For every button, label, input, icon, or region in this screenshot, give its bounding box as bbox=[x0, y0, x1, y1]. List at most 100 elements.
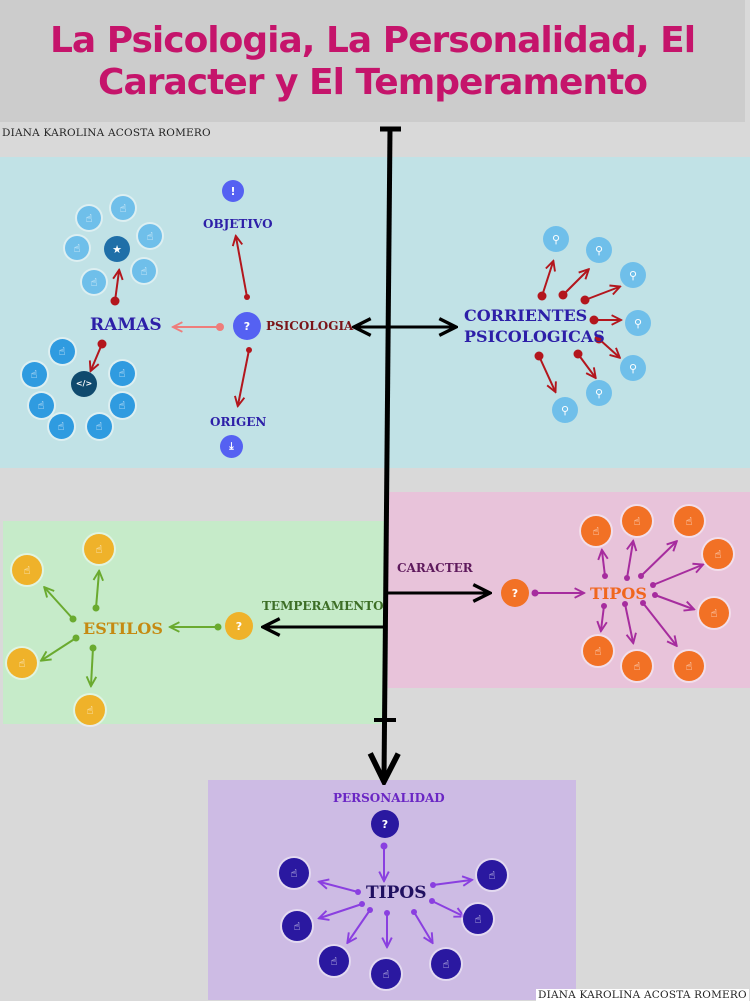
star-icon: ★ bbox=[112, 242, 122, 256]
page-title: La Psicologia, La Personalidad, El Carac… bbox=[0, 20, 745, 104]
personalidad-tipo-item-1[interactable]: ☝ bbox=[279, 858, 309, 888]
ramas-bottom-item-7[interactable]: ☝ bbox=[86, 413, 112, 439]
caracter-tipo-item-6[interactable]: ☝ bbox=[674, 651, 704, 681]
tap-icon: ☝ bbox=[95, 542, 103, 556]
personalidad-tipo-item-5[interactable]: ☝ bbox=[319, 946, 349, 976]
tap-icon: ☝ bbox=[118, 398, 126, 412]
tap-icon: ☝ bbox=[119, 201, 127, 215]
estilo-item-1[interactable]: ☝ bbox=[84, 534, 114, 564]
temperamento-label: TEMPERAMENTO bbox=[262, 599, 384, 613]
objetivo-node[interactable]: ! bbox=[222, 180, 244, 202]
caracter-tipos-label: TIPOS bbox=[590, 584, 647, 603]
ramas-top-item-4[interactable]: ☝ bbox=[65, 236, 89, 260]
caracter-tipo-item-8[interactable]: ☝ bbox=[583, 636, 613, 666]
tap-icon: ☝ bbox=[710, 606, 718, 620]
tap-icon: ☝ bbox=[330, 954, 338, 968]
caracter-tipo-item-7[interactable]: ☝ bbox=[622, 651, 652, 681]
tap-icon: ☝ bbox=[73, 241, 81, 255]
tap-icon: ☝ bbox=[290, 866, 298, 880]
personalidad-tipo-item-7[interactable]: ☝ bbox=[431, 949, 461, 979]
download-doc-icon: ⤓ bbox=[229, 440, 234, 452]
question-icon: ? bbox=[511, 586, 519, 600]
code-icon: </> bbox=[75, 379, 93, 388]
tap-icon: ☝ bbox=[474, 912, 482, 926]
search-icon: ⚲ bbox=[560, 403, 570, 417]
caracter-tipo-item-3[interactable]: ☝ bbox=[674, 506, 704, 536]
author-label-top: DIANA KAROLINA ACOSTA ROMERO bbox=[2, 127, 211, 139]
ramas-bottom-item-5[interactable]: ☝ bbox=[109, 392, 135, 418]
ramas-bottom-item-1[interactable]: ☝ bbox=[49, 338, 75, 364]
tap-icon: ☝ bbox=[37, 398, 45, 412]
psicologia-question-node[interactable]: ? bbox=[233, 312, 261, 340]
search-icon: ⚲ bbox=[633, 316, 643, 330]
tap-icon: ☝ bbox=[633, 659, 641, 673]
tap-icon: ☝ bbox=[633, 514, 641, 528]
tap-icon: ☝ bbox=[685, 659, 693, 673]
ramas-bottom-center-node[interactable]: </> bbox=[71, 371, 97, 397]
question-icon: ? bbox=[381, 817, 389, 831]
ramas-top-item-6[interactable]: ☝ bbox=[82, 270, 106, 294]
ramas-bottom-item-2[interactable]: ☝ bbox=[109, 360, 135, 386]
title-line-1: La Psicologia, La Personalidad, El bbox=[49, 20, 696, 61]
ramas-top-item-2[interactable]: ☝ bbox=[111, 196, 135, 220]
ramas-top-center-node[interactable]: ★ bbox=[104, 236, 130, 262]
question-icon: ? bbox=[235, 619, 243, 633]
estilo-item-4[interactable]: ☝ bbox=[75, 695, 105, 725]
origen-node[interactable]: ⤓ bbox=[220, 435, 243, 458]
tap-icon: ☝ bbox=[30, 367, 38, 381]
corrientes-item-2[interactable]: ⚲ bbox=[586, 237, 612, 263]
personalidad-label: PERSONALIDAD bbox=[333, 791, 445, 805]
corrientes-item-5[interactable]: ⚲ bbox=[620, 355, 646, 381]
corrientes-item-4[interactable]: ⚲ bbox=[625, 310, 651, 336]
tap-icon: ☝ bbox=[146, 229, 154, 243]
tap-icon: ☝ bbox=[488, 868, 496, 882]
ramas-top-item-5[interactable]: ☝ bbox=[132, 259, 156, 283]
corrientes-item-1[interactable]: ⚲ bbox=[543, 226, 569, 252]
estilos-label: ESTILOS bbox=[83, 619, 163, 638]
corrientes-item-3[interactable]: ⚲ bbox=[620, 262, 646, 288]
corrientes-item-6[interactable]: ⚲ bbox=[586, 380, 612, 406]
corrientes-item-7[interactable]: ⚲ bbox=[552, 397, 578, 423]
question-icon: ? bbox=[243, 319, 251, 333]
caracter-tipo-item-5[interactable]: ☝ bbox=[699, 598, 729, 628]
search-icon: ⚲ bbox=[594, 243, 604, 257]
tap-icon: ☝ bbox=[85, 211, 93, 225]
ramas-bottom-item-4[interactable]: ☝ bbox=[28, 392, 54, 418]
corrientes-label: CORRIENTES PSICOLOGICAS bbox=[464, 305, 605, 347]
tap-icon: ☝ bbox=[23, 563, 31, 577]
tap-icon: ☝ bbox=[592, 524, 600, 538]
psicologia-label: PSICOLOGIA bbox=[266, 319, 354, 333]
caracter-label: CARACTER bbox=[397, 561, 473, 575]
caracter-tipo-item-4[interactable]: ☝ bbox=[703, 539, 733, 569]
tap-icon: ☝ bbox=[685, 514, 693, 528]
temperamento-question-node[interactable]: ? bbox=[225, 612, 253, 640]
ramas-bottom-item-3[interactable]: ☝ bbox=[21, 361, 47, 387]
ramas-label: RAMAS bbox=[90, 315, 162, 335]
tap-icon: ☝ bbox=[382, 967, 390, 981]
personalidad-question-node[interactable]: ? bbox=[371, 810, 399, 838]
ramas-bottom-item-6[interactable]: ☝ bbox=[48, 413, 74, 439]
tap-icon: ☝ bbox=[140, 264, 148, 278]
search-icon: ⚲ bbox=[628, 268, 638, 282]
personalidad-tipo-item-6[interactable]: ☝ bbox=[371, 959, 401, 989]
personalidad-tipo-item-2[interactable]: ☝ bbox=[477, 860, 507, 890]
estilo-item-2[interactable]: ☝ bbox=[12, 555, 42, 585]
temperamento-panel bbox=[3, 521, 385, 724]
caracter-tipo-item-2[interactable]: ☝ bbox=[622, 506, 652, 536]
caracter-tipo-item-1[interactable]: ☝ bbox=[581, 516, 611, 546]
origen-label: ORIGEN bbox=[210, 415, 267, 429]
tap-icon: ☝ bbox=[293, 919, 301, 933]
exclamation-icon: ! bbox=[230, 184, 236, 198]
ramas-top-item-3[interactable]: ☝ bbox=[138, 224, 162, 248]
caracter-question-node[interactable]: ? bbox=[501, 579, 529, 607]
personalidad-tipo-item-3[interactable]: ☝ bbox=[282, 911, 312, 941]
tap-icon: ☝ bbox=[95, 419, 103, 433]
search-icon: ⚲ bbox=[628, 361, 638, 375]
tap-icon: ☝ bbox=[86, 703, 94, 717]
ramas-top-item-1[interactable]: ☝ bbox=[77, 206, 101, 230]
estilo-item-3[interactable]: ☝ bbox=[7, 648, 37, 678]
corrientes-label-line-1: CORRIENTES bbox=[464, 306, 588, 325]
corrientes-label-line-2: PSICOLOGICAS bbox=[464, 327, 605, 346]
search-icon: ⚲ bbox=[594, 386, 604, 400]
personalidad-tipo-item-4[interactable]: ☝ bbox=[463, 904, 493, 934]
